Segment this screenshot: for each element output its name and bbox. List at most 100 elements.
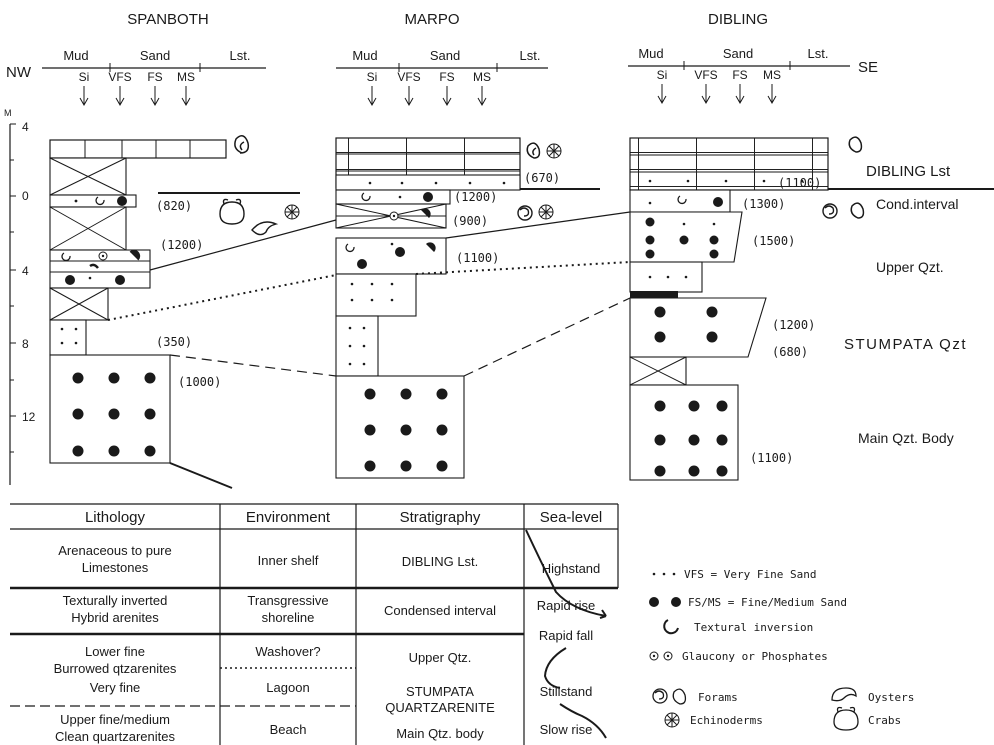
unit-label-stumpata-qzt: STUMPATA Qzt: [844, 336, 967, 353]
direction-se-label: SE: [858, 59, 878, 76]
lithology-cell: Arenaceous to pure: [58, 543, 171, 558]
legend-glaucony-label: Glaucony or Phosphates: [682, 650, 828, 663]
thickness-label: (350): [156, 335, 192, 349]
thickness-label: (1100): [778, 176, 821, 190]
legend-textural-label: Textural inversion: [694, 621, 813, 634]
lithology-cell: Lower fine: [85, 644, 145, 659]
thickness-label: (680): [772, 345, 808, 359]
environment-cell: Lagoon: [266, 680, 309, 695]
legend-fsms-label: FS/MS = Fine/Medium Sand: [688, 596, 847, 609]
lithology-cell: Clean quartzarenites: [55, 729, 175, 744]
grain-header-marpo: Mud Sand Lst. Si VFS FS MS: [336, 48, 548, 105]
grain-tick-fs: FS: [732, 68, 747, 82]
thickness-label: (1000): [178, 375, 221, 389]
environment-cell: Beach: [270, 722, 307, 737]
thickness-label: (670): [524, 171, 560, 185]
foram-icon: [235, 136, 248, 153]
interpretation-table: Lithology Environment Stratigraphy Sea-l…: [10, 504, 618, 745]
vfs-bed: [50, 320, 86, 355]
sealevel-cell: Slow rise: [540, 722, 593, 737]
lithology-cell: Hybrid arenites: [71, 610, 159, 625]
stratigraphy-cell: DIBLING Lst.: [402, 554, 479, 569]
black-band: [630, 291, 678, 298]
legend-oysters-label: Oysters: [868, 691, 914, 704]
beach-line: [170, 355, 336, 376]
unit-label-upper-qzt: Upper Qzt.: [876, 259, 944, 275]
foram-icon: [851, 203, 863, 218]
grain-group-mud: Mud: [63, 48, 88, 63]
thickness-label: (1100): [750, 451, 793, 465]
grain-tick-vfs: VFS: [108, 70, 131, 84]
stratigraphy-cell: Condensed interval: [384, 603, 496, 618]
thickness-label: (1300): [742, 197, 785, 211]
grain-tick-ms: MS: [763, 68, 781, 82]
limestone-bed: [336, 175, 520, 190]
textural-inversion-icon: [664, 620, 678, 633]
environment-cell: shoreline: [262, 610, 315, 625]
depth-label-12: 12: [22, 410, 36, 424]
grain-group-mud: Mud: [638, 46, 663, 61]
depth-label-4: 4: [22, 264, 29, 278]
lithology-cell: Texturally inverted: [63, 593, 168, 608]
thickness-label: (1100): [456, 251, 499, 265]
thickness-label: (1200): [772, 318, 815, 332]
grain-group-sand: Sand: [140, 48, 170, 63]
marpo-column: [336, 138, 520, 478]
grain-tick-ms: MS: [177, 70, 195, 84]
limestone-bed: [50, 140, 226, 158]
echinoderm-icon: [665, 713, 679, 727]
grain-tick-fs: FS: [147, 70, 162, 84]
foram-icon: [849, 137, 861, 152]
thickness-label: (1200): [160, 238, 203, 252]
grain-tick-si: Si: [657, 68, 668, 82]
crab-icon: [834, 708, 858, 731]
oyster-icon: [252, 222, 276, 235]
foram-icon: [823, 204, 837, 218]
sealevel-cell: Highstand: [542, 561, 601, 576]
stumpata-bed: [630, 298, 766, 357]
stratigraphy-cell: Main Qtz. body: [396, 726, 484, 741]
section-title-marpo: MARPO: [404, 11, 459, 28]
glaucony-icon: [650, 652, 672, 660]
legend-vfs-icon: [653, 573, 676, 576]
thickness-label: (1200): [454, 190, 497, 204]
depth-unit-label: M: [4, 108, 12, 118]
thickness-label: (900): [452, 214, 488, 228]
grain-tick-vfs: VFS: [694, 68, 717, 82]
grain-group-sand: Sand: [723, 46, 753, 61]
environment-cell: Transgressive: [247, 593, 328, 608]
echinoderm-icon: [547, 144, 561, 158]
grain-group-lst: Lst.: [230, 48, 251, 63]
depth-label-0: 0: [22, 189, 29, 203]
vfs-bed: [336, 316, 378, 376]
section-title-spanboth: SPANBOTH: [127, 11, 208, 28]
table-header-stratigraphy: Stratigraphy: [400, 509, 481, 526]
legend-forams-label: Forams: [698, 691, 738, 704]
oyster-icon: [832, 688, 856, 701]
grain-tick-ms: MS: [473, 70, 491, 84]
legend: VFS = Very Fine Sand FS/MS = Fine/Medium…: [649, 568, 914, 730]
foram-icon: [653, 689, 685, 704]
sealevel-cell: Stillstand: [540, 684, 593, 699]
thickness-label: (1500): [752, 234, 795, 248]
lithology-cell: Very fine: [90, 680, 141, 695]
vfs-bed: [336, 274, 416, 316]
depth-axis: M 4 0 4 8 12: [4, 108, 36, 485]
sealevel-curve: [545, 648, 566, 688]
echinoderm-icon: [285, 205, 299, 219]
table-header-sealevel: Sea-level: [540, 509, 603, 526]
lithology-cell: Burrowed qtzarenites: [54, 661, 177, 676]
lithology-cell: Limestones: [82, 560, 149, 575]
echinoderm-icon: [539, 205, 553, 219]
grain-tick-fs: FS: [439, 70, 454, 84]
stratigraphy-cell: QUARTZARENITE: [385, 700, 495, 715]
stratigraphy-cell: Upper Qtz.: [409, 650, 472, 665]
sealevel-cell: Rapid fall: [539, 628, 593, 643]
depth-label-8: 8: [22, 337, 29, 351]
legend-crabs-label: Crabs: [868, 714, 901, 727]
grain-tick-vfs: VFS: [397, 70, 420, 84]
grain-group-lst: Lst.: [808, 46, 829, 61]
grain-header-dibling: Mud Sand Lst. Si VFS FS MS: [628, 46, 850, 103]
grain-header-spanboth: Mud Sand Lst. Si VFS FS MS: [42, 48, 266, 105]
